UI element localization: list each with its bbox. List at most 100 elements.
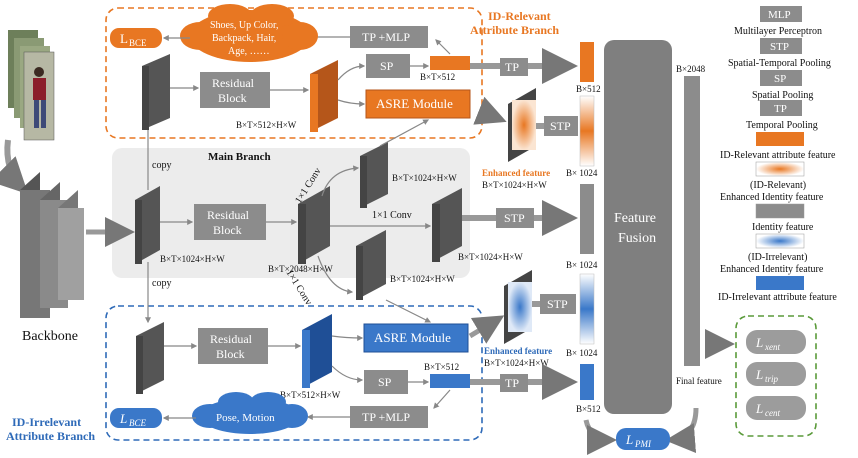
enhanced-label-irrelevant: Enhanced feature — [484, 346, 552, 356]
cent-sub: cent — [765, 408, 780, 418]
bce-loss-relevant — [110, 28, 162, 48]
legend-rel-feat: ID-Relevant attribute feature — [720, 150, 836, 161]
pmi-sub: PMI — [634, 439, 652, 449]
dim-relevant-orange: B×T×512×H×W — [236, 120, 297, 130]
xent-loss — [746, 330, 806, 354]
feature-fusion-label-2: Fusion — [618, 231, 656, 246]
enhanced-label-relevant: Enhanced feature — [482, 168, 550, 178]
identity-pooled-feature — [580, 184, 594, 254]
legend-rel-enh-swatch — [755, 161, 805, 177]
feature-map-relevant-orange — [310, 60, 338, 132]
irrelevant-branch-box — [105, 305, 483, 441]
sp-irrelevant-label: SP — [378, 375, 392, 389]
feature-map-irrelevant-blue — [302, 314, 332, 388]
bce-loss-irrelevant — [110, 408, 162, 428]
legend-tp-desc: Temporal Pooling — [746, 120, 818, 131]
dim-main-2048: B×T×2048×H×W — [268, 264, 333, 274]
tp-relevant-pool — [500, 58, 528, 76]
legend-stp: STP — [770, 41, 789, 53]
relevant-branch-box — [105, 7, 483, 139]
dim-irrelevant-pooled: B×512 — [576, 404, 601, 414]
cloud-relevant-3: Age, …… — [228, 46, 270, 57]
xent-sub: xent — [764, 342, 780, 352]
asre-relevant-label: ASRE Module — [376, 96, 453, 111]
tp-mlp-block-relevant — [350, 26, 428, 48]
asre-module-relevant — [365, 89, 471, 119]
dim-irrelevant-blue: B×T×512×H×W — [280, 390, 341, 400]
dim-irrelevant-vector: B×T×512 — [424, 362, 459, 372]
legend-mlp: MLP — [768, 9, 791, 21]
residual-relevant-label-2: Block — [218, 91, 247, 105]
dim-relevant-pooled: B×512 — [576, 84, 601, 94]
dim-identity: B×T×1024×H×W — [458, 252, 523, 262]
cloud-irrelevant: Pose, Motion — [216, 412, 275, 424]
cent-loss — [746, 396, 806, 420]
legend-irr-feat-swatch — [756, 276, 804, 290]
residual-block-irrelevant — [198, 328, 268, 364]
residual-block-main — [194, 204, 266, 240]
backbone-label: Backbone — [22, 329, 78, 344]
dim-final: B×2048 — [676, 64, 706, 74]
copy-label-bottom: copy — [152, 278, 171, 289]
stp-identity-label: STP — [504, 211, 525, 225]
tp-mlp-block-irrelevant — [350, 406, 428, 428]
legend-identity: Identity feature — [752, 222, 814, 233]
dim-relevant-enh-pooled: B× 1024 — [566, 168, 598, 178]
final-feature-vector — [684, 76, 700, 366]
loss-group-box — [735, 315, 817, 437]
legend-stp-desc: Spatial-Temporal Pooling — [728, 58, 831, 69]
irrelevant-attributes-cloud — [192, 392, 308, 434]
residual-irrelevant-label-1: Residual — [210, 332, 253, 346]
legend-tp: TP — [774, 103, 787, 115]
relevant-enh-pooled-feature — [579, 95, 595, 167]
legend-tp-swatch — [760, 100, 802, 116]
dim-main-1: B×T×1024×H×W — [160, 254, 225, 264]
tp-mlp-irrelevant-label: TP +MLP — [362, 410, 410, 424]
legend-rel-enh-1: (ID-Relevant) — [750, 180, 806, 191]
residual-irrelevant-label-2: Block — [216, 347, 245, 361]
cloud-relevant-1: Shoes, Up Color, — [210, 20, 279, 31]
irrelevant-enh-pooled-feature — [579, 273, 595, 345]
conv-label-mid: 1×1 Conv — [372, 210, 412, 221]
relevant-branch-title-2: Attribute Branch — [470, 23, 559, 37]
enhanced-feature-irrelevant — [504, 270, 532, 344]
stp-relevant-label: STP — [550, 119, 571, 133]
legend-irr-feat: ID-Irrelevant attribute feature — [718, 292, 837, 303]
stp-irrelevant-label: STP — [547, 297, 568, 311]
relevant-attributes-cloud — [180, 4, 318, 62]
trip-loss — [746, 362, 806, 386]
stp-relevant-pool — [544, 116, 578, 136]
sp-relevant-label: SP — [380, 59, 394, 73]
copy-label-top: copy — [152, 160, 171, 171]
feature-map-irrelevant-1 — [136, 322, 164, 394]
feature-fusion-block — [604, 40, 672, 414]
relevant-pooled-feature — [580, 42, 594, 82]
legend-sp: SP — [774, 73, 786, 85]
bce-relevant-sub: BCE — [129, 38, 147, 48]
legend-mlp-swatch — [760, 6, 802, 22]
legend-irr-enh-2: Enhanced Identity feature — [720, 264, 824, 275]
pmi-l: L — [625, 432, 633, 447]
tp-mlp-relevant-label: TP +MLP — [362, 30, 410, 44]
legend-mlp-desc: Multilayer Perceptron — [734, 26, 822, 37]
legend: MLP Multilayer Perceptron STP Spatial-Te… — [718, 6, 837, 303]
bce-irrelevant-l: L — [119, 411, 127, 426]
bce-irrelevant-sub: BCE — [129, 418, 147, 428]
legend-identity-swatch — [755, 203, 805, 219]
relevant-branch-title-1: ID-Relevant — [488, 9, 551, 23]
backbone-block — [20, 172, 84, 318]
irrelevant-branch-title-2: Attribute Branch — [6, 429, 95, 443]
trip-sub: trip — [765, 374, 779, 384]
residual-main-label-2: Block — [213, 223, 242, 237]
cent-l: L — [755, 401, 763, 416]
residual-relevant-label-1: Residual — [212, 76, 255, 90]
dim-enhanced-irrelevant: B×T×1024×H×W — [484, 358, 549, 368]
tp-irrelevant-label: TP — [505, 376, 519, 390]
dim-irrelevant-enh-pooled: B× 1024 — [566, 348, 598, 358]
bce-relevant-l: L — [120, 31, 128, 46]
legend-stp-swatch — [760, 38, 802, 54]
tp-relevant-label: TP — [505, 60, 519, 74]
legend-sp-desc: Spatial Pooling — [752, 90, 813, 101]
irrelevant-attr-vector — [430, 374, 470, 388]
